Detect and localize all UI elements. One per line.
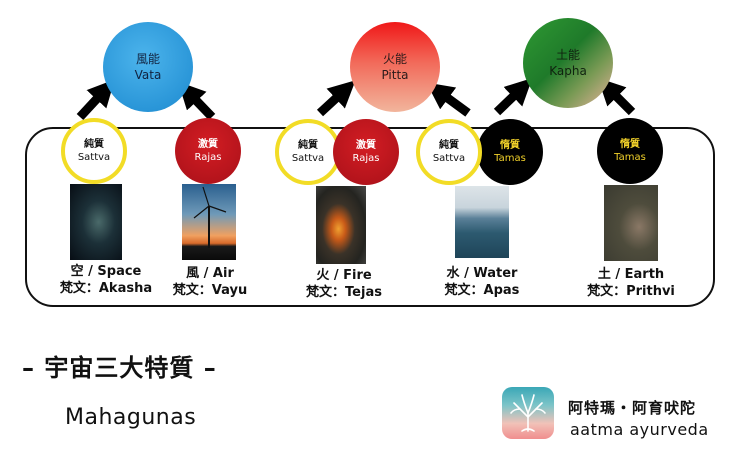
wind-turbine-icon <box>193 186 227 248</box>
guna-zh: 純質 <box>439 140 459 151</box>
arrow-tamas-to-kapha <box>493 78 533 116</box>
brand-name-en: aatma ayurveda <box>570 420 709 439</box>
tree-icon <box>510 394 546 432</box>
element-sanskrit: 梵文：Vayu <box>172 283 248 298</box>
guna-en: Rajas <box>194 152 222 163</box>
element-sanskrit: 梵文：Tejas <box>306 285 382 300</box>
guna-zh: 激質 <box>356 140 376 151</box>
element-water-label: 水 / Water 梵文：Apas <box>422 265 542 299</box>
guna-en: Tamas <box>614 152 646 163</box>
element-earth-label: 土 / Earth 梵文：Prithvi <box>571 266 691 300</box>
page-subtitle: Mahagunas <box>65 405 197 430</box>
dosha-pitta-zh: 火能 <box>382 52 407 66</box>
arrow-sattva-to-pitta <box>316 80 356 117</box>
guna-zh: 惰質 <box>620 139 640 150</box>
dosha-kapha: 土能 Kapha <box>523 18 613 108</box>
element-sanskrit: 梵文：Akasha <box>59 281 153 296</box>
guna-en: Sattva <box>432 153 466 164</box>
page-title: – 宇宙三大特質 – <box>22 354 217 382</box>
dosha-pitta-en: Pitta <box>381 68 409 82</box>
guna-zh: 純質 <box>298 140 318 151</box>
guna-tamas-water: 惰質 Tamas <box>477 119 543 185</box>
element-space-label: 空 / Space 梵文：Akasha <box>46 263 166 297</box>
image-milky-way <box>70 184 122 260</box>
guna-zh: 純質 <box>84 139 104 150</box>
arrow-tamas-to-kapha-2 <box>597 77 636 116</box>
guna-en: Sattva <box>291 153 325 164</box>
guna-en: Tamas <box>494 153 526 164</box>
arrow-rajas-to-vata <box>178 81 216 121</box>
dosha-vata: 風能 Vata <box>103 22 193 112</box>
tree-logo-icon <box>502 387 554 439</box>
arrow-sattva-to-pitta-2 <box>426 82 471 117</box>
element-name: 空 / Space <box>70 264 142 279</box>
image-water <box>455 186 509 258</box>
guna-sattva-space: 純質 Sattva <box>61 118 127 184</box>
dosha-kapha-en: Kapha <box>549 64 587 78</box>
dosha-pitta: 火能 Pitta <box>350 22 440 112</box>
image-wind-turbine <box>182 184 236 260</box>
dosha-vata-en: Vata <box>134 68 162 82</box>
guna-tamas-earth: 惰質 Tamas <box>597 118 663 184</box>
element-name: 土 / Earth <box>597 267 665 282</box>
element-name: 水 / Water <box>446 266 518 281</box>
guna-en: Sattva <box>77 152 111 163</box>
guna-zh: 惰質 <box>500 140 520 151</box>
brand-name-zh: 阿特瑪・阿育吠陀 <box>568 399 697 417</box>
element-sanskrit: 梵文：Prithvi <box>587 284 675 299</box>
guna-sattva-fire: 純質 Sattva <box>275 119 341 185</box>
guna-rajas-air: 激質 Rajas <box>175 118 241 184</box>
element-name: 風 / Air <box>186 266 234 281</box>
guna-zh: 激質 <box>198 139 218 150</box>
arrow-sattva-to-vata <box>76 79 115 121</box>
dosha-kapha-zh: 土能 <box>555 48 580 62</box>
guna-rajas-fire: 激質 Rajas <box>333 119 399 185</box>
element-name: 火 / Fire <box>316 268 372 283</box>
element-air-label: 風 / Air 梵文：Vayu <box>150 265 270 299</box>
guna-en: Rajas <box>352 153 380 164</box>
image-earth <box>604 185 658 261</box>
element-sanskrit: 梵文：Apas <box>444 283 520 298</box>
image-fire <box>316 186 366 264</box>
dosha-vata-zh: 風能 <box>135 52 160 66</box>
element-fire-label: 火 / Fire 梵文：Tejas <box>284 267 404 301</box>
guna-sattva-water: 純質 Sattva <box>416 119 482 185</box>
